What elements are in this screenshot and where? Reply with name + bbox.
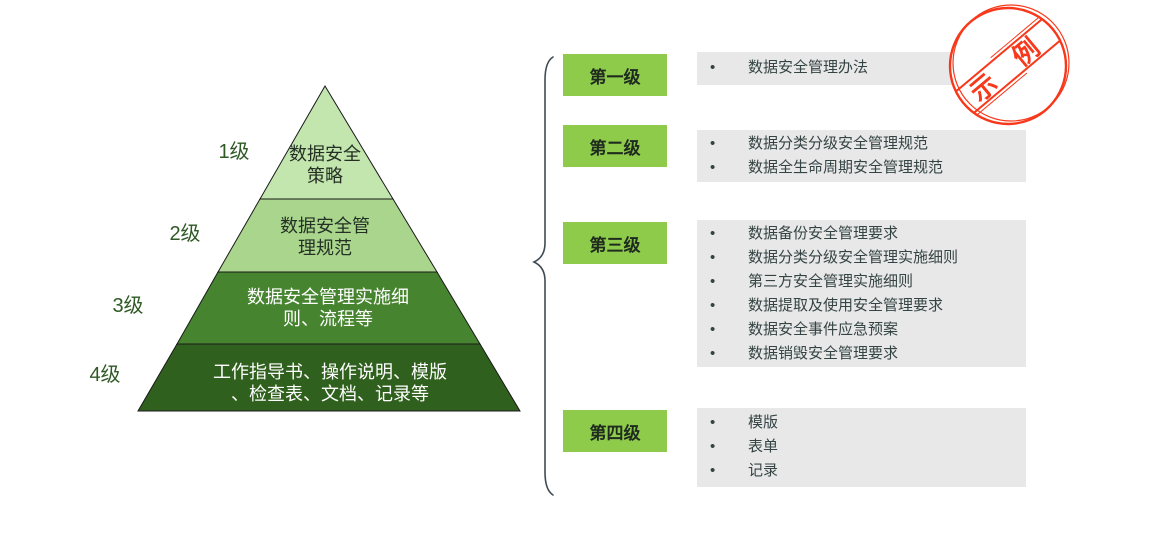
list-item-text: 数据全生命周期安全管理规范 <box>748 159 944 176</box>
list-item: • 数据提取及使用安全管理要求 <box>697 294 1026 318</box>
list-item-text: 数据销毁安全管理要求 <box>748 345 899 362</box>
legend-label-box-1: 第一级 <box>563 54 667 96</box>
legend-label-box-2: 第二级 <box>563 125 667 167</box>
list-item: • 数据分类分级安全管理实施细则 <box>697 246 1026 270</box>
pyramid-level-4-shape <box>137 343 521 412</box>
list-item-text: 数据备份安全管理要求 <box>748 225 899 242</box>
list-item: • 第三方安全管理实施细则 <box>697 270 1026 294</box>
side-label-level-1: 1级 <box>218 141 250 163</box>
bullet-icon: • <box>710 273 716 290</box>
legend-label-2: 第二级 <box>589 138 641 158</box>
pyramid-level-1-text: 数据安全 策略 <box>289 144 361 186</box>
legend-items-box-3: • 数据备份安全管理要求 • 数据分类分级安全管理实施细则 • 第三方安全管理实… <box>697 220 1026 367</box>
list-item: • 数据销毁安全管理要求 <box>697 342 1026 366</box>
pyramid-level-2-text: 数据安全管 理规范 <box>280 216 370 258</box>
legend-label-4: 第四级 <box>589 423 641 443</box>
legend-label-box-3: 第三级 <box>563 222 667 264</box>
curly-brace <box>532 56 554 496</box>
list-item: • 数据全生命周期安全管理规范 <box>697 156 1026 180</box>
list-item-text: 数据分类分级安全管理实施细则 <box>748 249 959 266</box>
bullet-icon: • <box>710 135 716 152</box>
bullet-icon: • <box>710 414 716 431</box>
side-label-level-2: 2级 <box>169 223 201 245</box>
bullet-icon: • <box>710 345 716 362</box>
legend-label-1: 第一级 <box>589 67 641 87</box>
list-item: • 数据安全事件应急预案 <box>697 318 1026 342</box>
list-item-text: 表单 <box>748 438 779 455</box>
list-item-text: 第三方安全管理实施细则 <box>748 273 914 290</box>
list-item: • 数据安全管理办法 <box>697 56 1026 80</box>
side-label-level-4: 4级 <box>89 364 121 386</box>
pyramid-level-4-text: 工作指导书、操作说明、模版 、检查表、文档、记录等 <box>213 362 447 404</box>
bullet-icon: • <box>710 159 716 176</box>
legend-items-box-1: • 数据安全管理办法 <box>697 52 1026 85</box>
list-item: • 数据备份安全管理要求 <box>697 222 1026 246</box>
list-item: • 数据分类分级安全管理规范 <box>697 132 1026 156</box>
bullet-icon: • <box>710 297 716 314</box>
legend-items-box-4: • 模版 • 表单 • 记录 <box>697 408 1026 487</box>
list-item-text: 数据安全管理办法 <box>748 59 869 76</box>
list-item: • 表单 <box>697 435 1026 459</box>
bullet-icon: • <box>710 321 716 338</box>
list-item-text: 模版 <box>748 414 779 431</box>
bullet-icon: • <box>710 225 716 242</box>
bullet-icon: • <box>710 438 716 455</box>
list-item-text: 数据提取及使用安全管理要求 <box>748 297 944 314</box>
bullet-icon: • <box>710 249 716 266</box>
bullet-icon: • <box>710 59 716 76</box>
list-item: • 记录 <box>697 459 1026 483</box>
list-item-text: 数据安全事件应急预案 <box>748 321 899 338</box>
pyramid-level-3-text: 数据安全管理实施细 则、流程等 <box>247 287 409 329</box>
list-item: • 模版 <box>697 411 1026 435</box>
bullet-icon: • <box>710 462 716 479</box>
legend-label-box-4: 第四级 <box>563 410 667 452</box>
list-item-text: 记录 <box>748 462 779 479</box>
legend-items-box-2: • 数据分类分级安全管理规范 • 数据全生命周期安全管理规范 <box>697 130 1026 182</box>
list-item-text: 数据分类分级安全管理规范 <box>748 135 929 152</box>
side-label-level-3: 3级 <box>112 295 144 317</box>
legend-label-3: 第三级 <box>589 235 641 255</box>
